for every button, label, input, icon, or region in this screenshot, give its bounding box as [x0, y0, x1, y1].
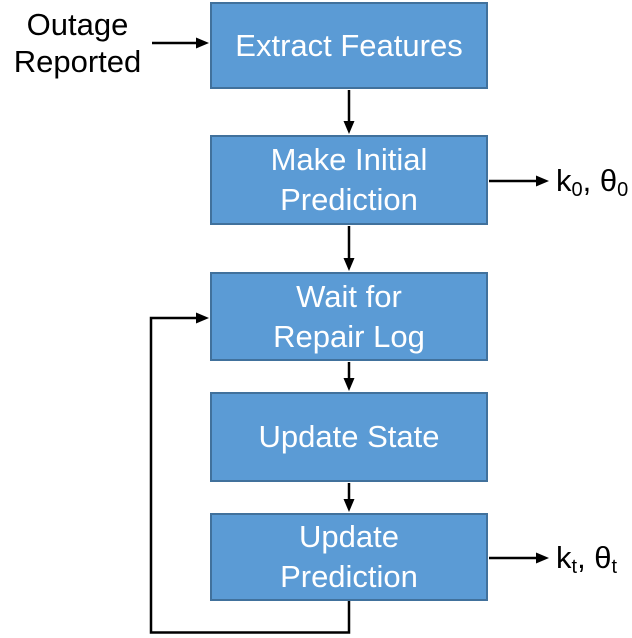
outage-reported-line1: Outage [26, 7, 129, 42]
arrowhead-down-icon [343, 499, 355, 512]
arrow-make-initial-to-wait [343, 226, 355, 271]
node-extract-features: Extract Features [210, 2, 488, 89]
arrowhead-right-icon [196, 37, 209, 49]
feedback-line [149, 316, 351, 634]
theta-symbol: θ [594, 540, 612, 575]
feedback-loop-arrow [149, 312, 351, 634]
arrow-wait-to-update-state [343, 362, 355, 391]
arrowhead-down-icon [343, 121, 355, 134]
node-make-initial-prediction: Make Initial Prediction [210, 135, 488, 225]
arrowhead-down-icon [343, 258, 355, 271]
arrow-update-state-to-update-prediction [343, 483, 355, 512]
theta-symbol: θ [599, 163, 618, 198]
arrowhead-down-icon [343, 378, 355, 391]
node-update-prediction: Update Prediction [210, 513, 488, 601]
arrow-make-initial-to-k0 [489, 175, 549, 187]
arrow-update-prediction-to-kt [489, 552, 549, 564]
theta-subscript: t [611, 556, 618, 578]
separator: , [577, 540, 595, 575]
output-kt-thetat-label: kt, θt [556, 538, 617, 578]
theta-subscript: 0 [617, 179, 629, 201]
node-update-state: Update State [210, 392, 488, 482]
k-symbol: k [556, 163, 572, 198]
k-symbol: k [556, 540, 572, 575]
outage-reported-label: Outage Reported [0, 6, 155, 80]
node-label-line2: Prediction [280, 559, 418, 594]
k-subscript: 0 [571, 179, 583, 201]
node-label: Extract Features [235, 27, 463, 63]
node-label: Update State [258, 419, 440, 454]
outage-reported-line2: Reported [13, 44, 142, 79]
node-wait-for-repair-log: Wait for Repair Log [210, 272, 488, 361]
arrowhead-right-icon [536, 175, 549, 187]
node-label-line1: Wait for [296, 278, 402, 314]
node-label-line1: Update [299, 519, 399, 554]
arrow-outage-to-extract [152, 37, 209, 49]
arrow-extract-to-make-initial [343, 90, 355, 134]
output-k0-theta0-label: k0, θ0 [556, 161, 628, 201]
node-label-line2: Repair Log [273, 318, 425, 354]
separator: , [582, 163, 600, 198]
k-subscript: t [571, 556, 578, 578]
arrowhead-right-icon [196, 312, 209, 324]
arrowhead-right-icon [536, 552, 549, 564]
node-label-line1: Make Initial [270, 142, 428, 177]
node-label-line2: Prediction [280, 182, 418, 217]
